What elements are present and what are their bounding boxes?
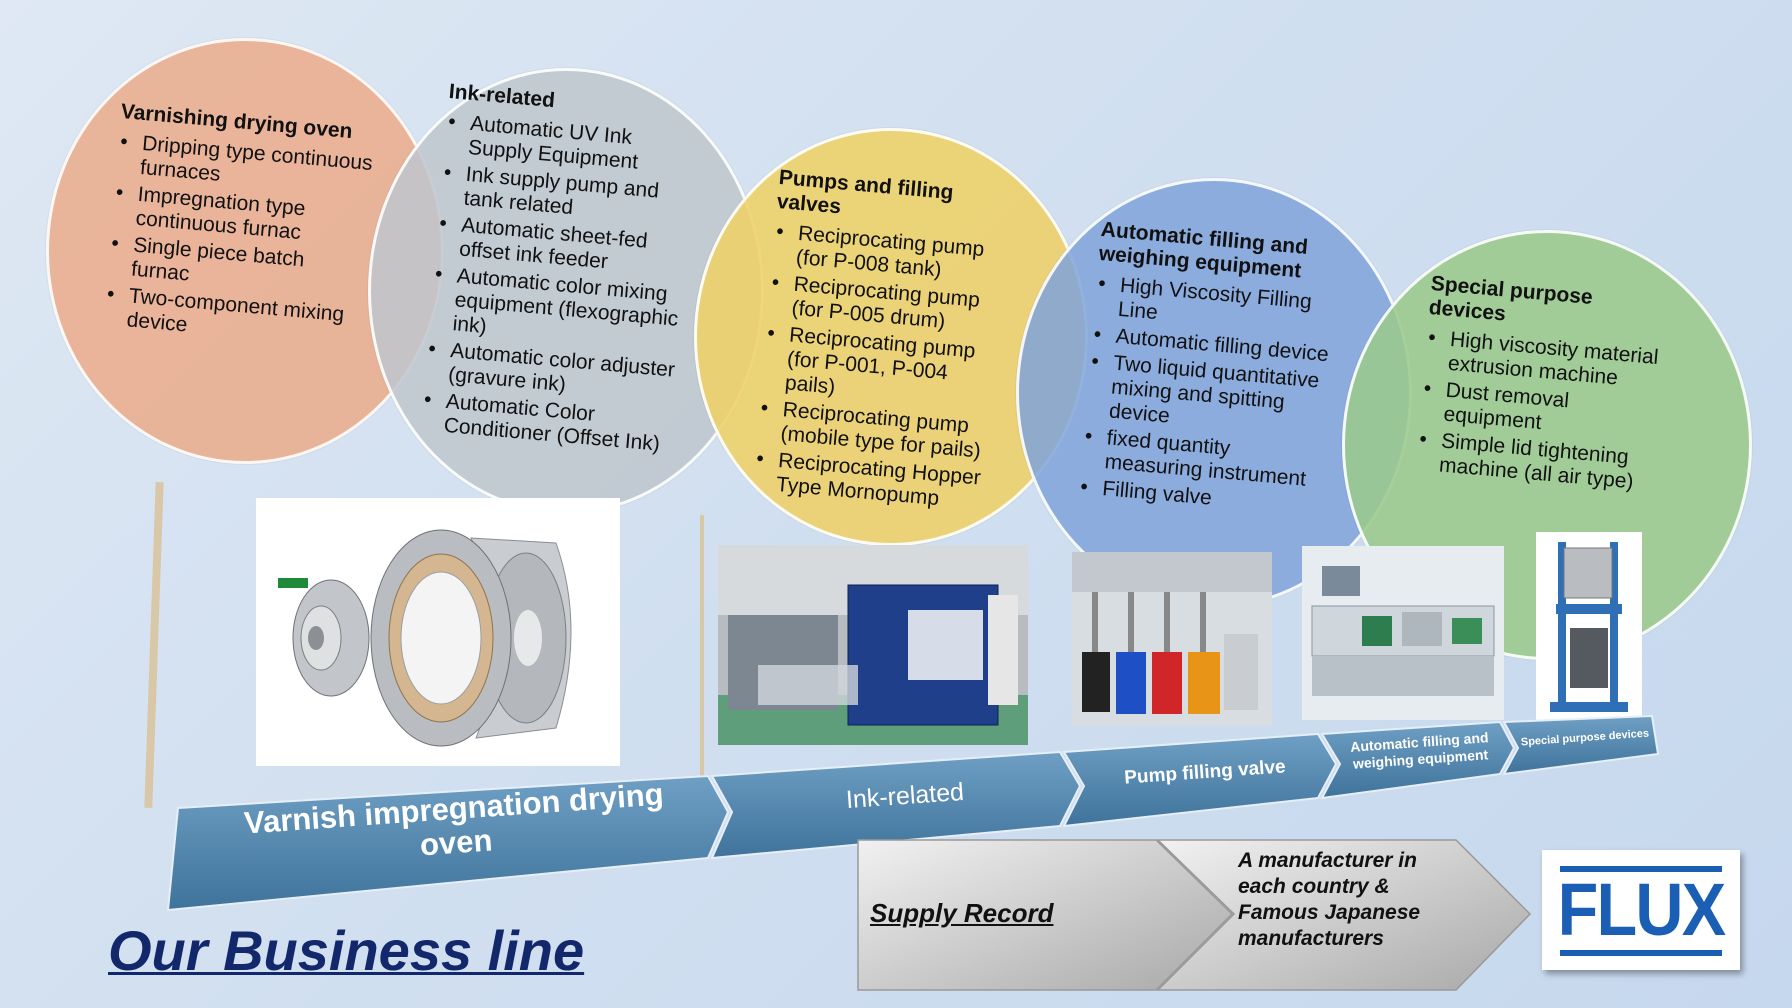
filling-line-photo [1302, 546, 1504, 720]
flux-logo: FLUX [1542, 850, 1740, 970]
supply-record-description: A manufacturer in each country & Famous … [1238, 849, 1421, 950]
supply-record-label: Supply Record [870, 898, 1054, 928]
motor-photo [256, 498, 620, 766]
supply-record-shape [857, 839, 1532, 991]
ink-equipment-photo [718, 545, 1028, 745]
pump-photo [1072, 552, 1272, 726]
lid-machine-photo [1536, 532, 1642, 720]
timeline-post [700, 515, 704, 785]
flux-logo-text: FLUX [1557, 868, 1726, 951]
page-title: Our Business line [108, 919, 585, 982]
